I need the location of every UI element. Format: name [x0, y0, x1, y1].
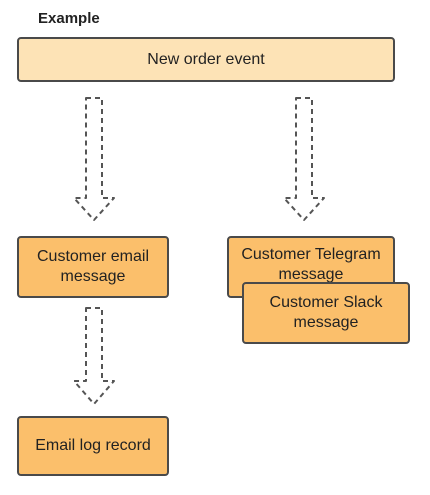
- email-log-record-label: Email log record: [35, 437, 151, 454]
- arrow-order-to-telegram: [283, 97, 325, 221]
- customer-email-message-node: Customer email message: [17, 236, 169, 298]
- arrow-email-to-log: [73, 307, 115, 405]
- diagram-title: Example: [38, 10, 100, 27]
- email-log-record-node: Email log record: [17, 416, 169, 476]
- new-order-event-label: New order event: [147, 50, 265, 68]
- new-order-event-node: New order event: [17, 37, 395, 82]
- customer-slack-message-node: Customer Slack message: [242, 282, 410, 344]
- customer-telegram-message-label: Customer Telegram message: [241, 246, 381, 283]
- customer-slack-message-label: Customer Slack message: [269, 294, 383, 331]
- customer-email-message-label: Customer email message: [36, 248, 150, 285]
- arrow-order-to-email: [73, 97, 115, 221]
